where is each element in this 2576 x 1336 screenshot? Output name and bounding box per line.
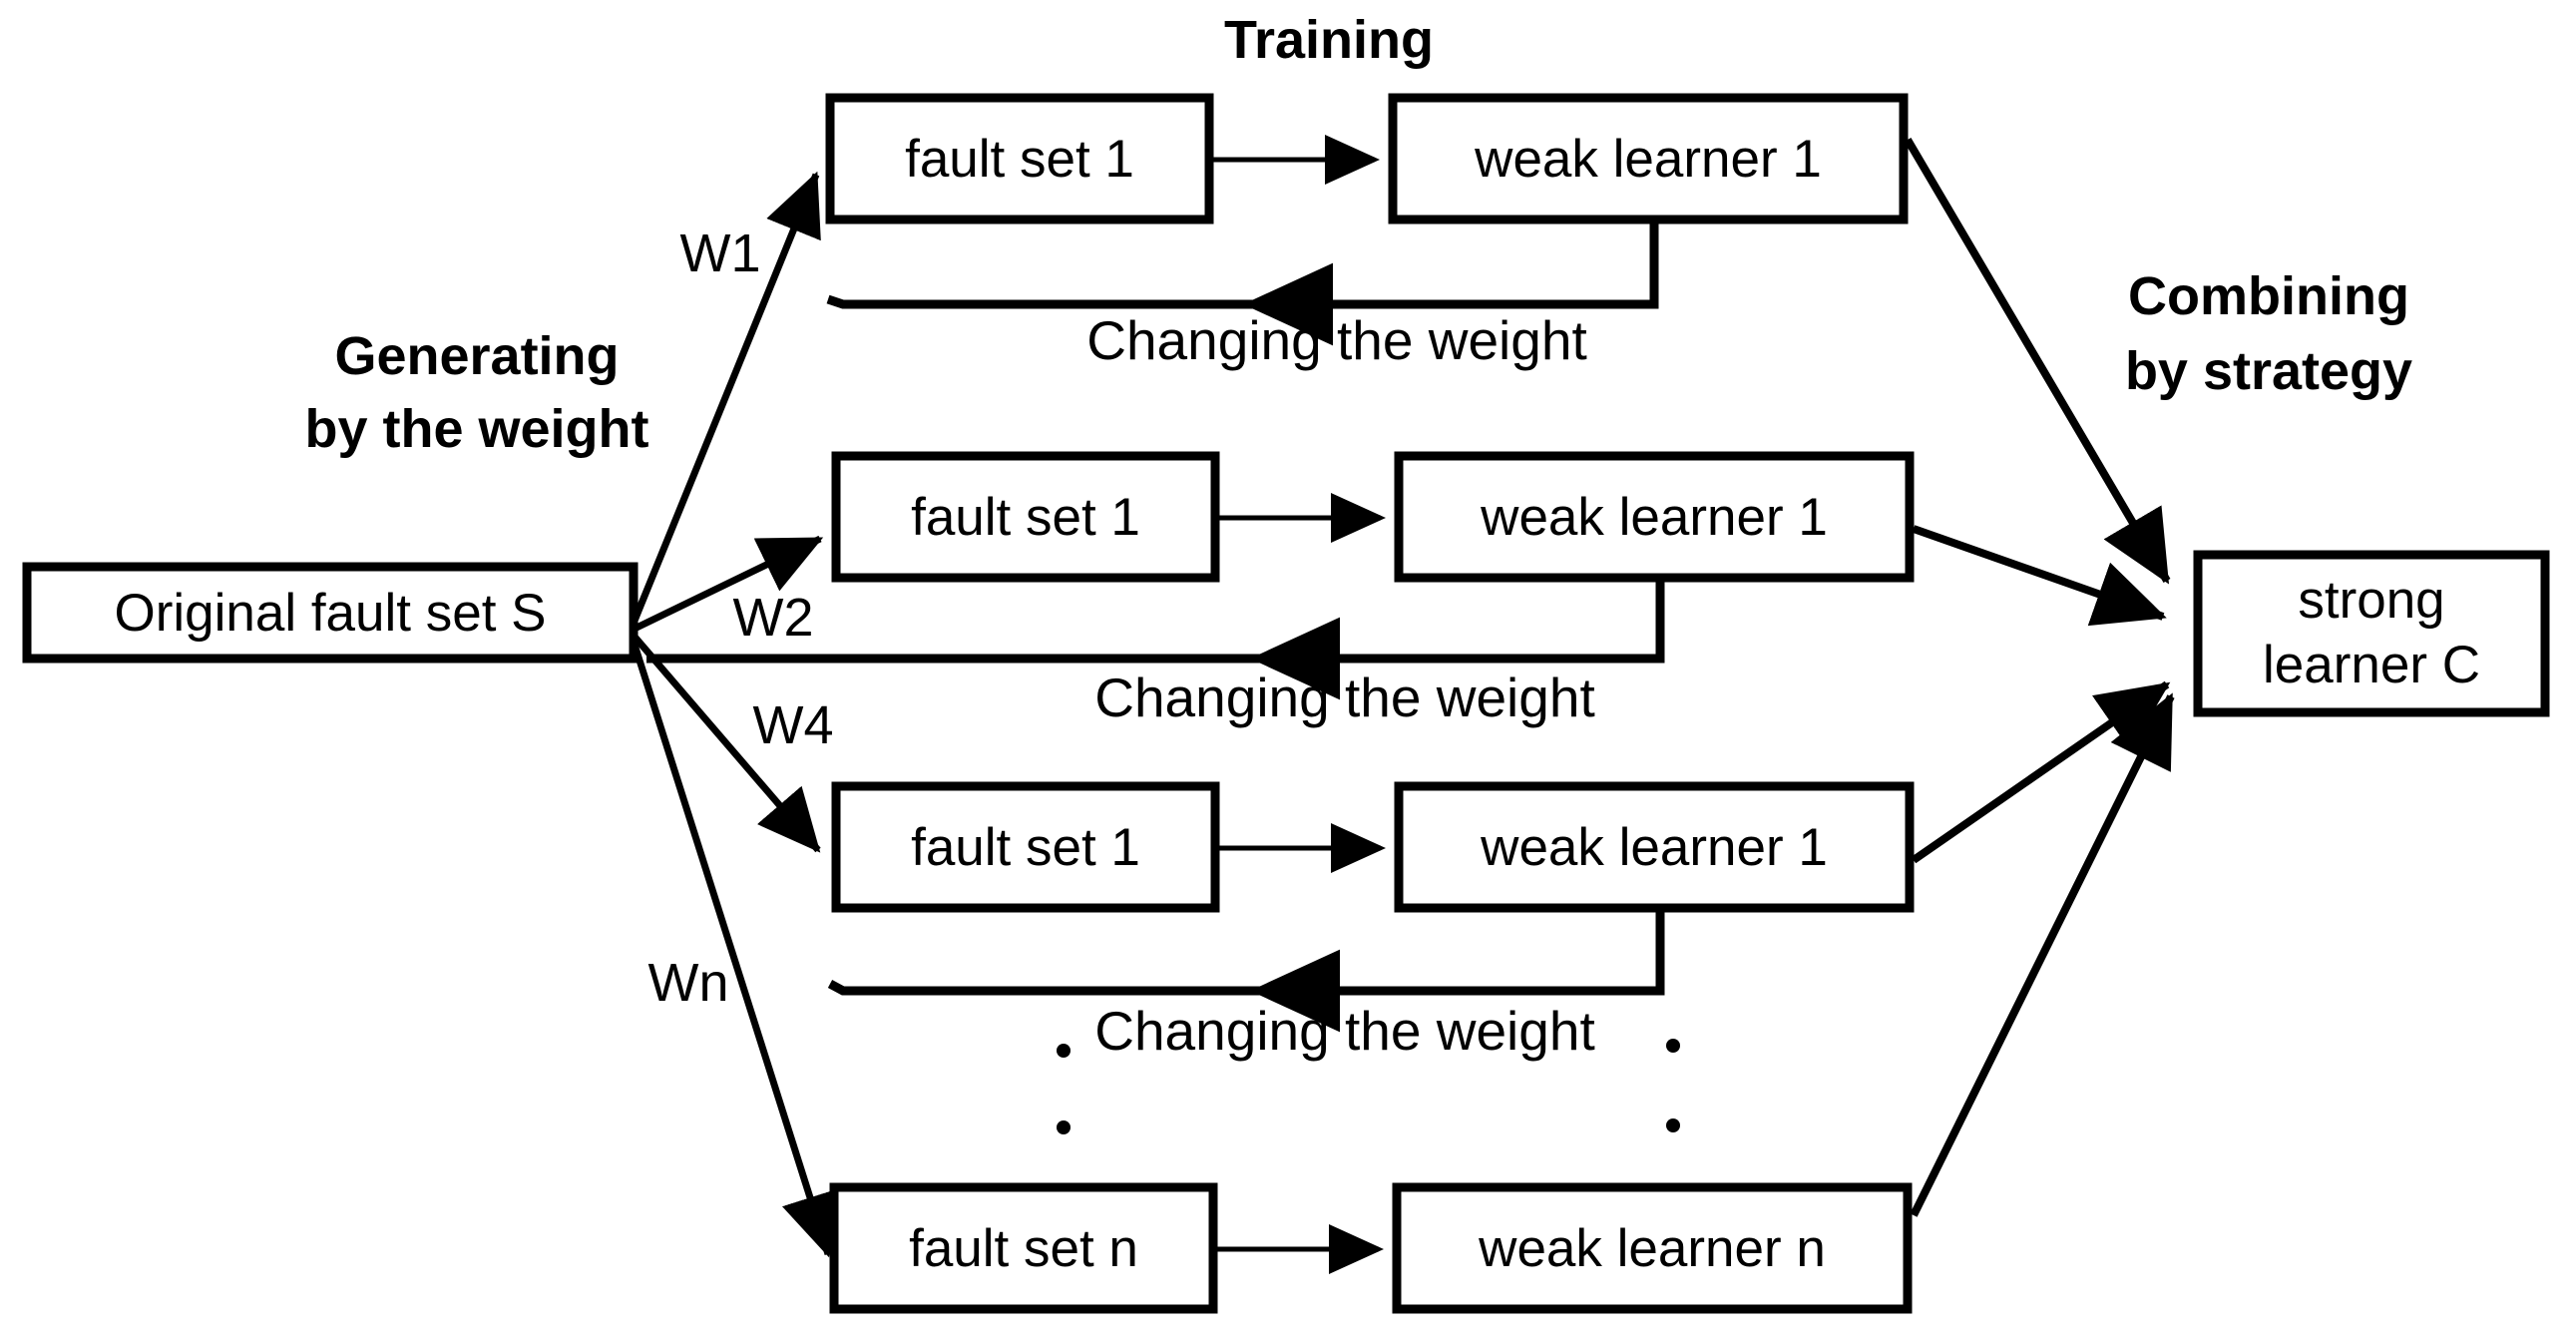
ellipsis-dot [1666,1039,1680,1053]
generating-caption: Generating by the weight [304,326,648,459]
weak-learner-node-2-label: weak learner 1 [1480,488,1828,547]
fault-set-node-n[interactable]: fault set n [829,1182,1218,1314]
training-caption: Training [1224,10,1434,70]
ellipsis-dot [1057,1044,1071,1058]
weak-learner-node-n-label: weak learner n [1478,1219,1826,1278]
pipeline-row-1: fault set 1 weak learner 1 Changing the … [825,93,1909,371]
generating-caption-line2: by the weight [304,399,648,459]
fault-set-node-n-label: fault set n [909,1219,1138,1278]
combine-arrow-from-row-1 [1904,137,2171,585]
fault-set-node-2-box [831,451,1220,583]
weight-label-wn: Wn [648,953,729,1013]
combining-caption-line1: Combining [2128,266,2409,326]
fanout-arrow-w2 [633,535,824,633]
weak-learner-node-2[interactable]: weak learner 1 [1394,451,1915,583]
weak-learner-node-1-label: weak learner 1 [1474,130,1822,189]
combining-caption: Combining by strategy [2125,266,2412,401]
fault-set-node-3[interactable]: fault set 1 [831,781,1220,913]
feedback-path-1 [826,222,1659,309]
weak-learner-node-3-label: weak learner 1 [1480,818,1828,877]
feedback-path-2 [646,580,1665,664]
changing-weight-label-3: Changing the weight [1094,1000,1594,1062]
weak-learner-node-2-box [1394,451,1915,583]
fanout-arrow-w4 [632,634,821,853]
fault-set-node-1-box [825,93,1214,224]
pipeline-row-3: fault set 1 weak learner 1 Changing the … [827,781,1915,1062]
pipeline-row-4: fault set n weak learner n [829,1182,1913,1314]
combining-arrows [1904,137,2175,1217]
strong-learner-node-label-line2: learner C [2263,636,2480,694]
fanout-arrow-wn [631,643,839,1258]
ellipsis-column-right [1666,1039,1680,1132]
ellipsis-dot [1057,1120,1071,1134]
weak-learner-node-1-box [1388,93,1909,224]
weak-learner-node-n-box [1392,1182,1913,1314]
source-node-label: Original fault set S [114,584,546,643]
weight-label-w2: W2 [733,588,814,648]
changing-weight-label-2: Changing the weight [1094,667,1594,728]
fanout-arrow-w1 [631,171,821,623]
fault-set-node-2-label: fault set 1 [911,488,1140,547]
fault-set-node-3-label: fault set 1 [911,818,1140,877]
changing-weight-label-1: Changing the weight [1086,309,1586,371]
weak-learner-node-3-box [1394,781,1915,913]
feedback-path-3 [827,910,1665,996]
source-node-box [22,562,639,664]
fault-set-node-1[interactable]: fault set 1 [825,93,1214,224]
ellipsis-column-left [1057,1044,1071,1134]
combining-caption-line2: by strategy [2125,341,2412,401]
weak-learner-node-1[interactable]: weak learner 1 [1388,93,1909,224]
generating-caption-line1: Generating [334,326,619,386]
strong-learner-node-box [2193,550,2550,717]
combine-arrow-from-row-n [1910,692,2175,1217]
weak-learner-node-n[interactable]: weak learner n [1392,1182,1913,1314]
fault-set-node-1-label: fault set 1 [905,130,1134,189]
strong-learner-node-label-line1: strong [2298,571,2444,630]
combine-arrow-from-row-2 [1912,525,2167,627]
pipeline-row-2: fault set 1 weak learner 1 Changing the … [646,451,1915,728]
fault-set-node-2[interactable]: fault set 1 [831,451,1220,583]
fault-set-node-n-box [829,1182,1218,1314]
source-node[interactable]: Original fault set S [22,562,639,664]
fault-set-node-3-box [831,781,1220,913]
ellipsis-dot [1666,1118,1680,1132]
weight-label-w4: W4 [753,695,834,755]
strong-learner-node[interactable]: strong learner C [2193,550,2550,717]
weak-learner-node-3[interactable]: weak learner 1 [1394,781,1915,913]
weight-label-w1: W1 [680,223,761,283]
weight-fanout-arrows [631,171,839,1258]
